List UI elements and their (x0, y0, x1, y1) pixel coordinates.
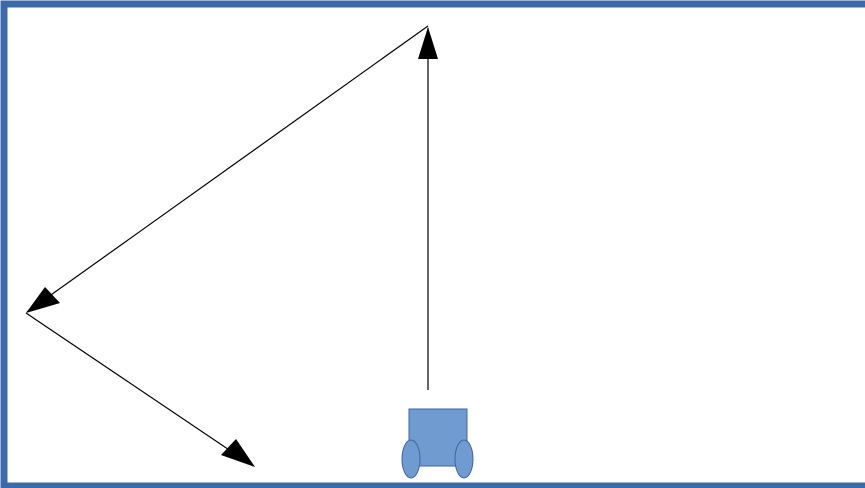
robot (401, 408, 474, 479)
robot-right-wheel (454, 439, 474, 479)
path-arrow-left-down (26, 25, 429, 313)
path-arrow-right-down (25, 312, 254, 467)
robot-left-wheel (401, 439, 421, 479)
arrowhead-up (418, 27, 438, 59)
arrowhead-right-down (221, 439, 255, 467)
arrowhead-left-down (26, 287, 60, 313)
